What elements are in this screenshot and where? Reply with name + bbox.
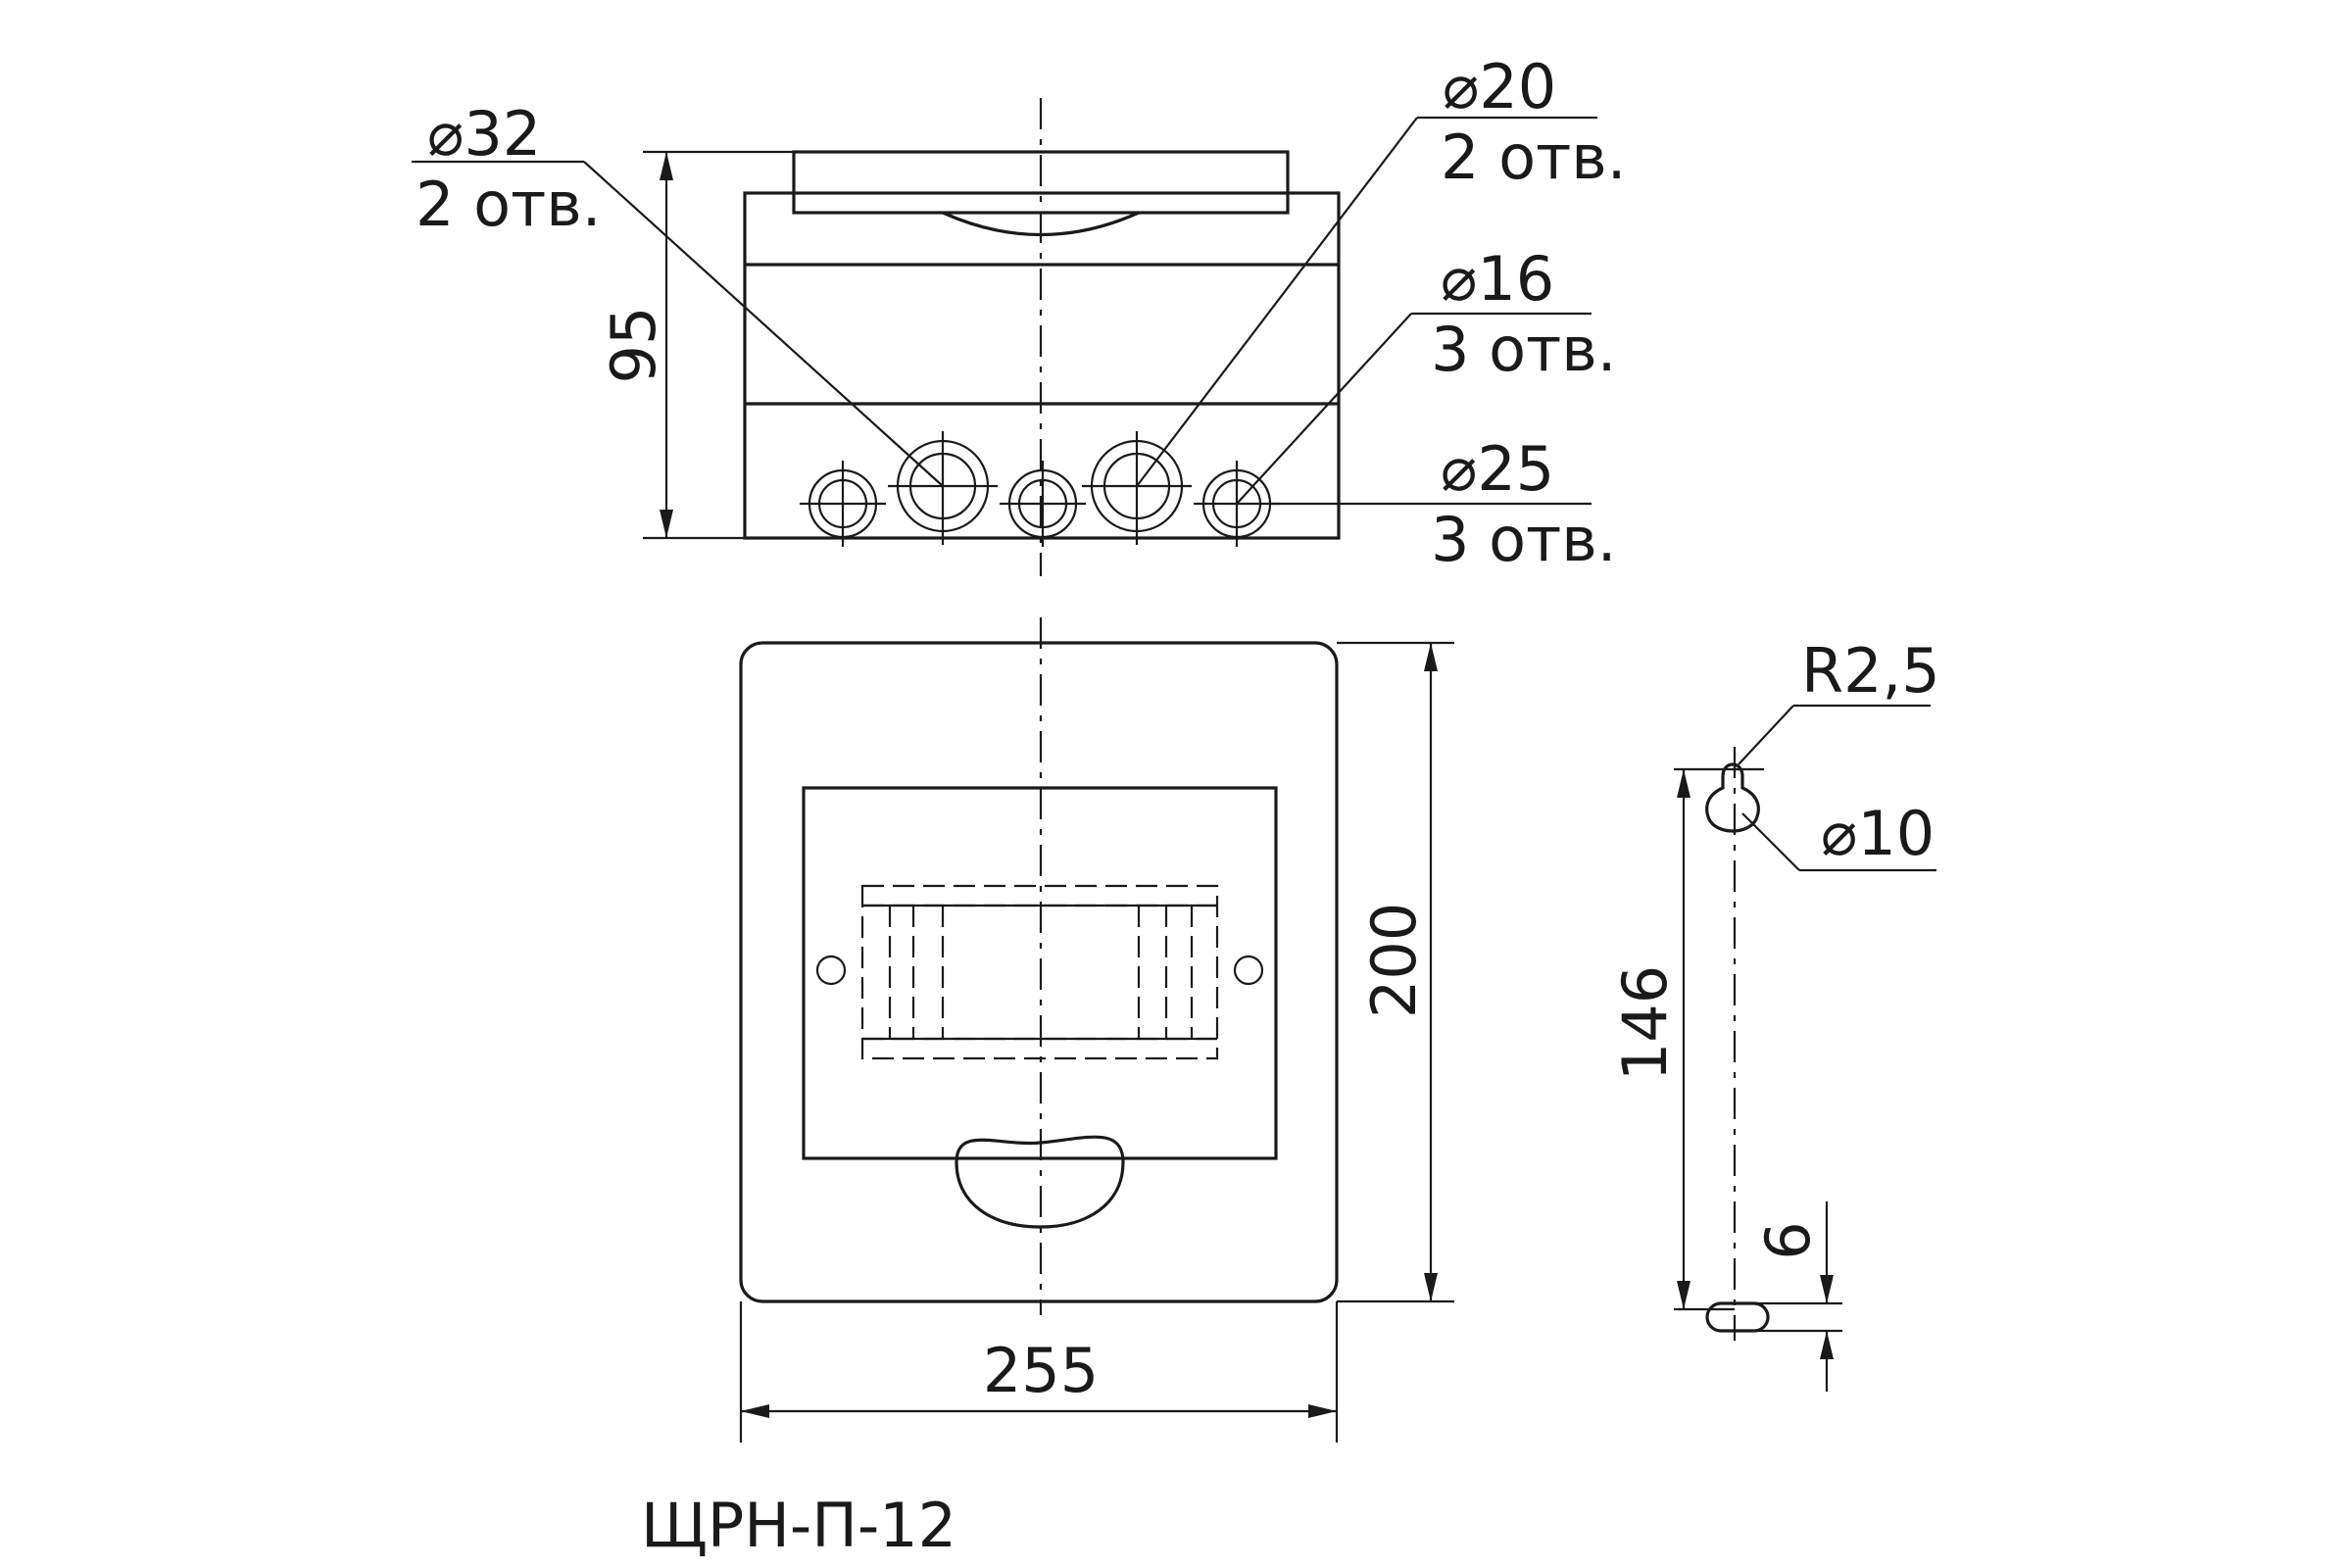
bottom-slot	[1705, 1301, 1770, 1333]
screw-hole-right	[1233, 955, 1264, 986]
front-view-latch	[955, 1135, 1125, 1229]
leader-d20-diameter: ⌀20	[1443, 51, 1556, 122]
leader-r25-label: R2,5	[1801, 635, 1940, 707]
keyhole-slot	[1705, 762, 1760, 833]
side-view: 95 ⌀32 2 отв. ⌀20 2 отв. ⌀16 3 отв. ⌀25	[412, 51, 1626, 576]
dimension-200-label: 200	[1358, 903, 1430, 1018]
leader-d20: ⌀20 2 отв.	[1136, 51, 1626, 487]
knockout-hole-2	[888, 431, 998, 545]
leader-d32-count: 2 отв.	[416, 169, 601, 240]
leader-d32-diameter: ⌀32	[427, 98, 541, 170]
leader-d25-diameter: ⌀25	[1441, 433, 1554, 505]
leader-d10: ⌀10	[1741, 798, 1936, 872]
knockout-hole-3	[1000, 461, 1086, 547]
dimension-146-label: 146	[1609, 965, 1681, 1081]
leader-d10-label: ⌀10	[1821, 798, 1935, 869]
leader-d16-count: 3 отв.	[1431, 314, 1616, 385]
mount-detail: 146 6 R2,5 ⌀10	[1609, 635, 1940, 1392]
dimension-255: 255	[739, 1301, 1339, 1443]
dimension-95-label: 95	[598, 307, 669, 384]
knockout-hole-1	[800, 461, 886, 547]
front-view-outline	[739, 641, 1339, 1303]
leader-r25: R2,5	[1738, 635, 1940, 765]
model-label: ЩРН-П-12	[641, 1490, 956, 1561]
dimension-200: 200	[1337, 641, 1454, 1303]
dimension-146: 146	[1609, 767, 1764, 1311]
dimension-6-label: 6	[1752, 1221, 1824, 1259]
front-view: 200 255	[739, 617, 1454, 1443]
leader-d25-count: 3 отв.	[1431, 504, 1616, 575]
leader-d16: ⌀16 3 отв.	[1236, 243, 1616, 505]
screw-hole-left	[815, 955, 847, 986]
dimension-95: 95	[598, 150, 794, 540]
leader-d16-diameter: ⌀16	[1441, 243, 1554, 315]
dimension-6: 6	[1752, 1201, 1842, 1392]
leader-d25: ⌀25 3 отв.	[1270, 433, 1616, 575]
leader-d32: ⌀32 2 отв.	[412, 98, 944, 487]
dimension-255-label: 255	[983, 1335, 1099, 1406]
leader-d20-count: 2 отв.	[1441, 122, 1626, 193]
knockout-hole-4	[1082, 431, 1192, 545]
